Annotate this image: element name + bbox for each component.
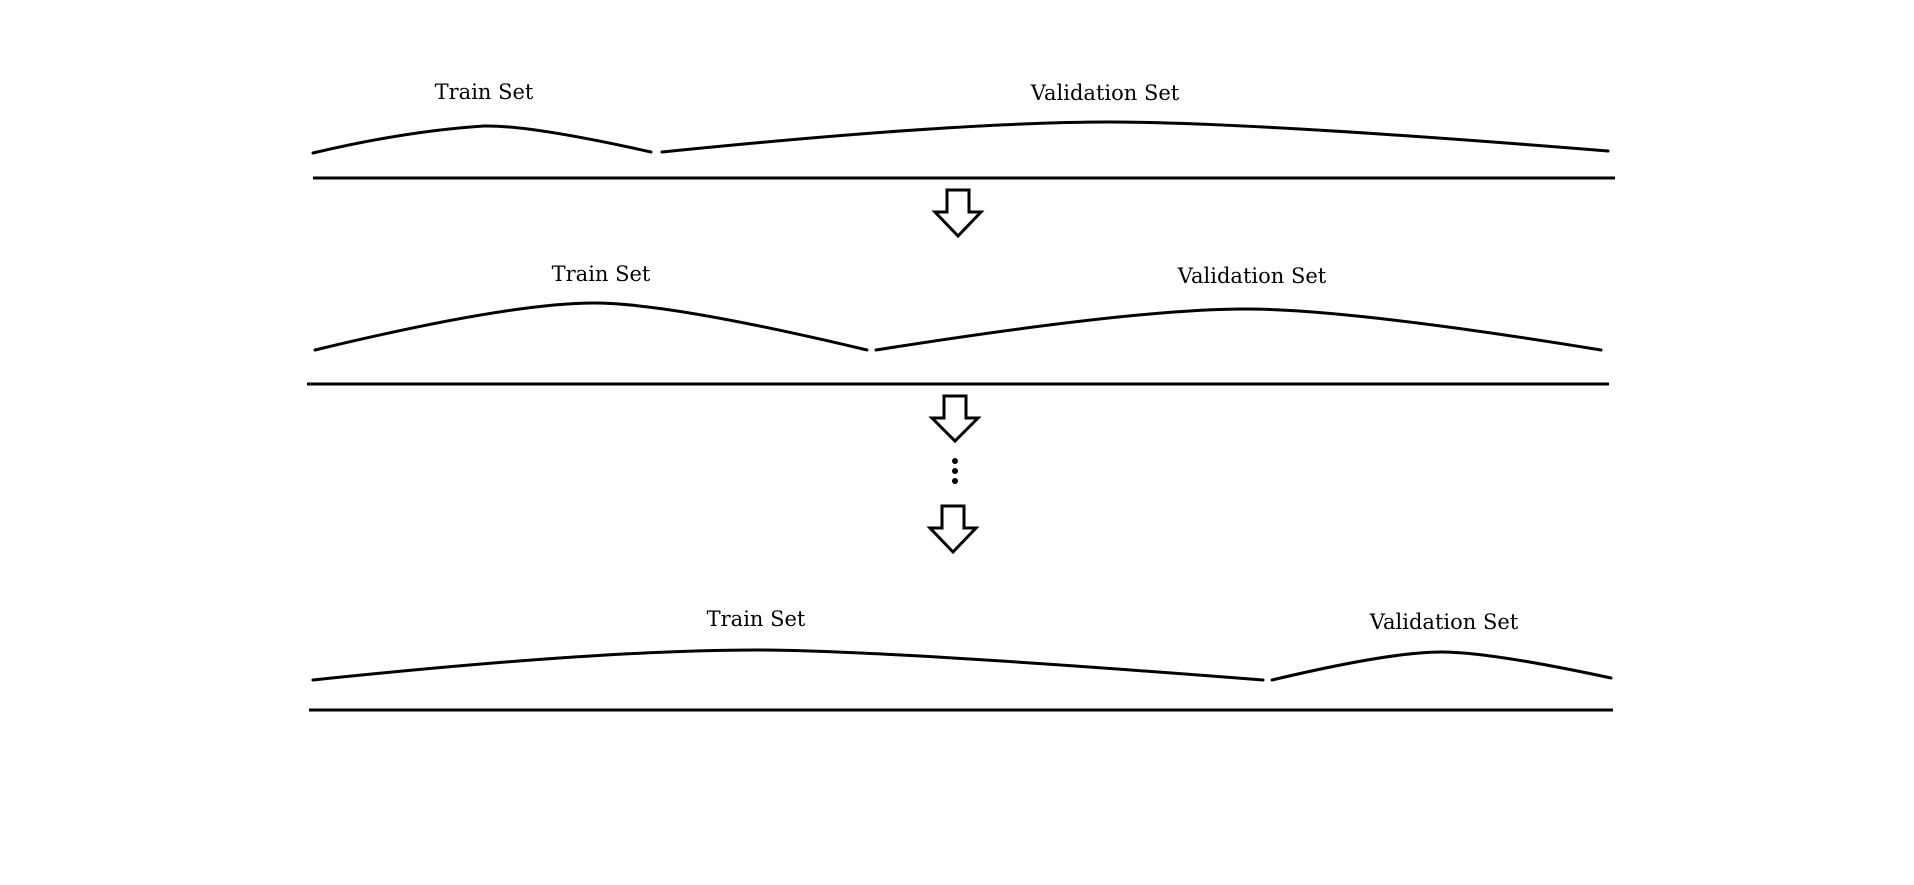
train-set-brace-2 — [313, 301, 869, 352]
down-arrow-icon — [928, 394, 982, 444]
train-set-brace-3 — [311, 648, 1265, 682]
ellipsis-icon — [952, 458, 958, 484]
down-arrow-icon — [926, 504, 980, 555]
split-row-1: Train Set Validation Set — [311, 80, 1615, 180]
validation-set-brace-2 — [874, 307, 1603, 352]
validation-set-brace-1 — [660, 120, 1610, 154]
validation-set-label-3: Validation Set — [1369, 610, 1519, 634]
split-row-2: Train Set Validation Set — [307, 262, 1609, 386]
validation-set-label-2: Validation Set — [1177, 264, 1327, 288]
split-row-3: Train Set Validation Set — [309, 607, 1613, 712]
down-arrow-icon — [931, 188, 985, 239]
validation-set-label-1: Validation Set — [1030, 81, 1180, 105]
train-set-brace-1 — [311, 124, 653, 155]
train-set-label-1: Train Set — [435, 80, 534, 104]
train-set-label-3: Train Set — [707, 607, 806, 631]
train-set-label-2: Train Set — [552, 262, 651, 286]
validation-set-brace-3 — [1270, 650, 1613, 682]
